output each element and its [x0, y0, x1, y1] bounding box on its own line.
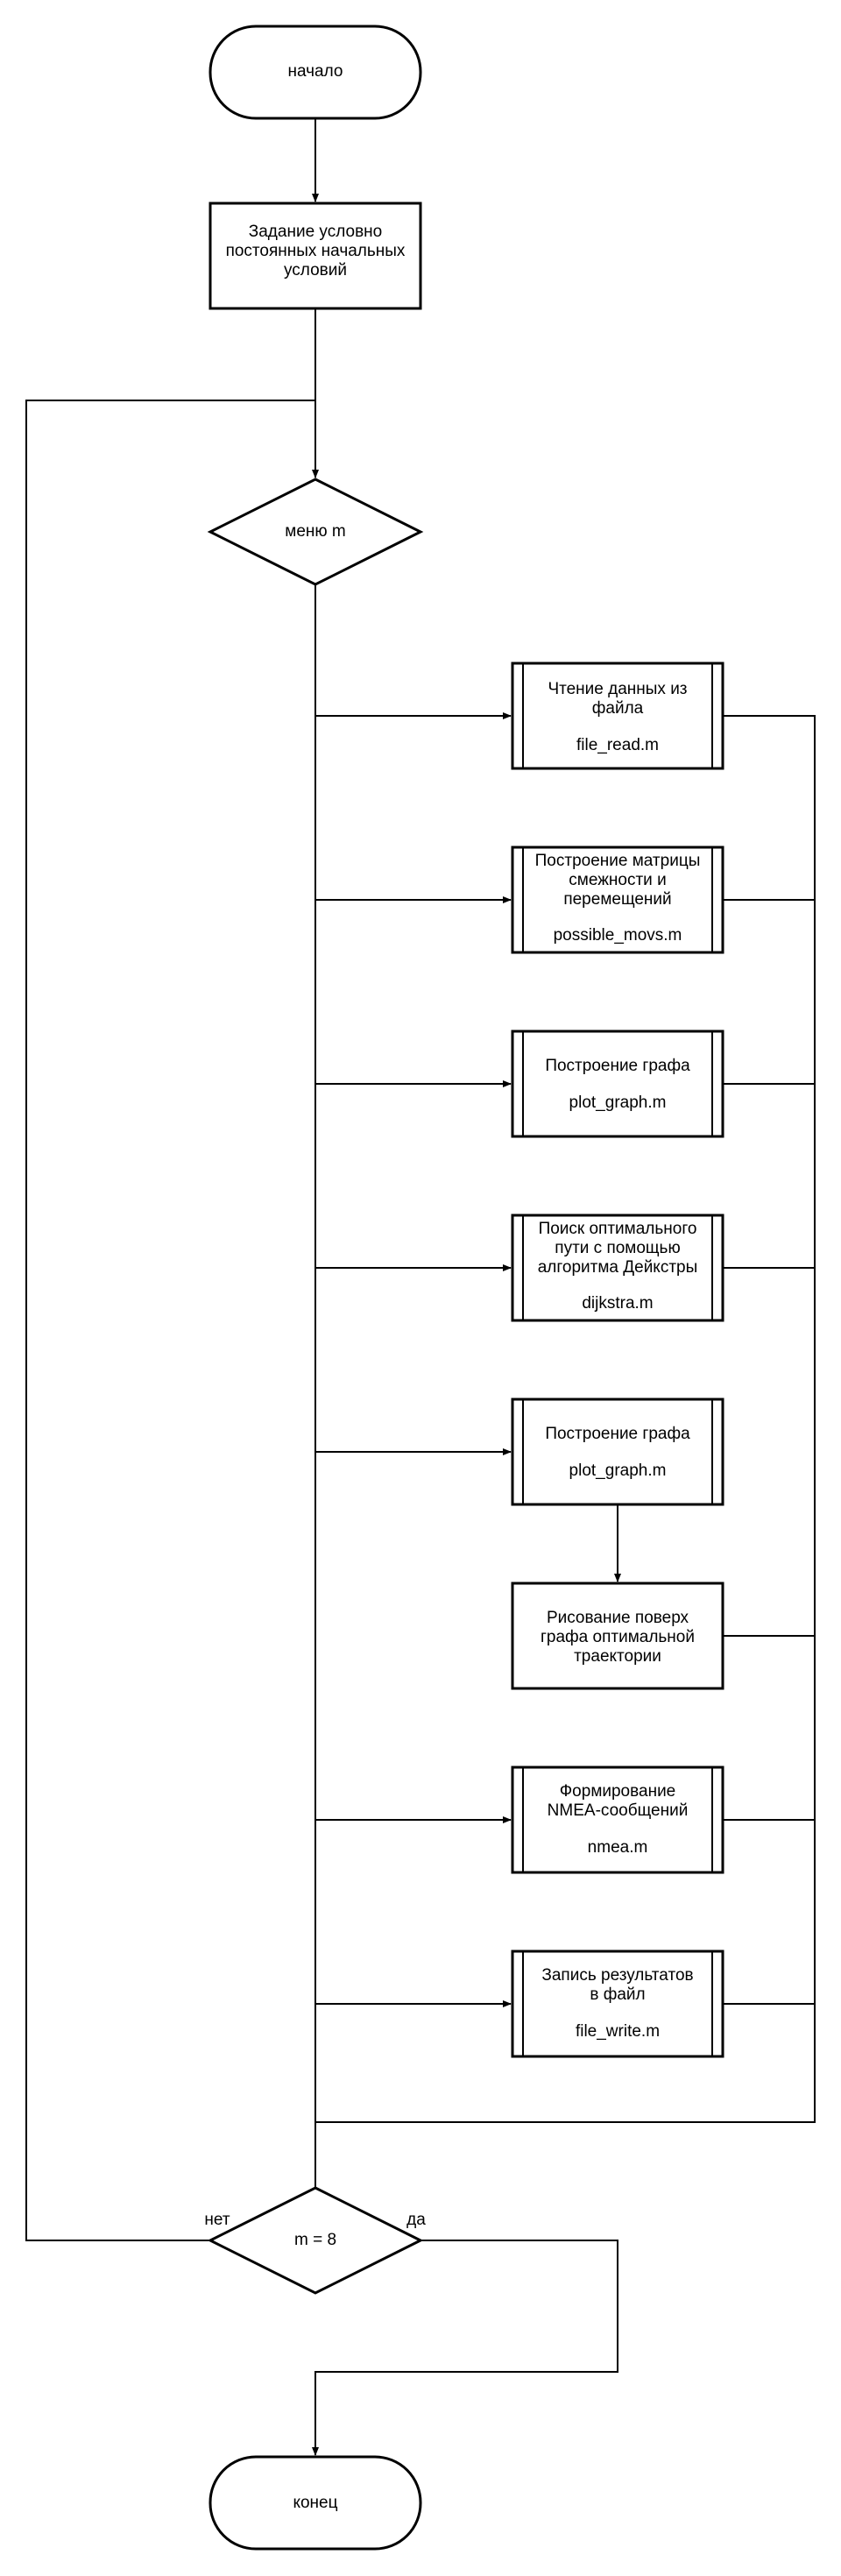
- procedure-2-line-2: смежности и: [569, 871, 666, 889]
- start-terminal: начало: [208, 25, 422, 120]
- procedure-4-file: dijkstra.m: [582, 1294, 653, 1313]
- edge-return-bus: [315, 715, 816, 2123]
- init-label-line-3: условий: [284, 261, 347, 280]
- init-label-line-2: постоянных начальных: [226, 242, 406, 260]
- procedure-box-1: Чтение данных из файла file_read.m: [511, 662, 724, 770]
- edge-loop-no: [25, 400, 315, 2241]
- procedure-1-file: file_read.m: [576, 736, 659, 754]
- branch-yes-label: да: [406, 2211, 426, 2229]
- overlay-line-3: траектории: [574, 1647, 661, 1666]
- condition-label: m = 8: [294, 2231, 336, 2249]
- condition-decision: m = 8 нет да: [204, 2186, 426, 2295]
- procedure-box-3: Построение графа plot_graph.m: [511, 1030, 724, 1138]
- connectors: [25, 118, 816, 2456]
- procedure-5-line-1: Построение графа: [545, 1425, 690, 1443]
- procedure-2-file: possible_movs.m: [554, 926, 682, 945]
- procedure-4-line-3: алгоритма Дейкстры: [538, 1258, 698, 1277]
- overlay-process: Рисование поверх графа оптимальной траек…: [511, 1582, 724, 1690]
- init-label-line-1: Задание условно: [249, 223, 382, 241]
- start-label: начало: [288, 62, 343, 81]
- branch-no-label: нет: [204, 2211, 230, 2229]
- procedure-box-2: Построение матрицы смежности и перемещен…: [511, 846, 724, 954]
- procedure-box-6: Формирование NMEA-сообщений nmea.m: [511, 1766, 724, 1874]
- edge-yes-end: [312, 2240, 618, 2456]
- procedure-7-line-2: в файл: [590, 1985, 645, 2004]
- procedure-5-file: plot_graph.m: [569, 1461, 667, 1480]
- procedure-2-line-3: перемещений: [563, 890, 671, 909]
- menu-label: меню m: [285, 522, 345, 541]
- procedure-box-5: Построение графа plot_graph.m: [511, 1398, 724, 1506]
- procedure-6-line-1: Формирование: [560, 1782, 676, 1801]
- procedure-4-line-1: Поиск оптимального: [539, 1220, 697, 1238]
- procedure-box-7: Запись результатов в файл file_write.m: [511, 1950, 724, 2058]
- init-process: Задание условно постоянных начальных усл…: [208, 202, 422, 310]
- procedure-7-file: file_write.m: [576, 2022, 660, 2041]
- procedure-4-line-2: пути с помощью: [555, 1239, 680, 1257]
- menu-decision: меню m: [207, 478, 424, 586]
- procedure-6-line-2: NMEA-сообщений: [548, 1801, 689, 1820]
- procedure-2-line-1: Построение матрицы: [535, 852, 701, 870]
- end-label: конец: [293, 2494, 337, 2512]
- overlay-line-2: графа оптимальной: [541, 1628, 695, 1646]
- procedure-3-line-1: Построение графа: [545, 1057, 690, 1075]
- procedure-3-file: plot_graph.m: [569, 1093, 667, 1112]
- procedure-7-line-1: Запись результатов: [541, 1966, 693, 1985]
- procedure-box-4: Поиск оптимального пути с помощью алгори…: [511, 1214, 724, 1322]
- procedure-6-file: nmea.m: [588, 1838, 648, 1857]
- procedure-1-line-1: Чтение данных из: [548, 680, 687, 698]
- procedure-1-line-2: файла: [592, 699, 644, 718]
- end-terminal: конец: [208, 2455, 422, 2551]
- overlay-line-1: Рисование поверх: [547, 1609, 689, 1627]
